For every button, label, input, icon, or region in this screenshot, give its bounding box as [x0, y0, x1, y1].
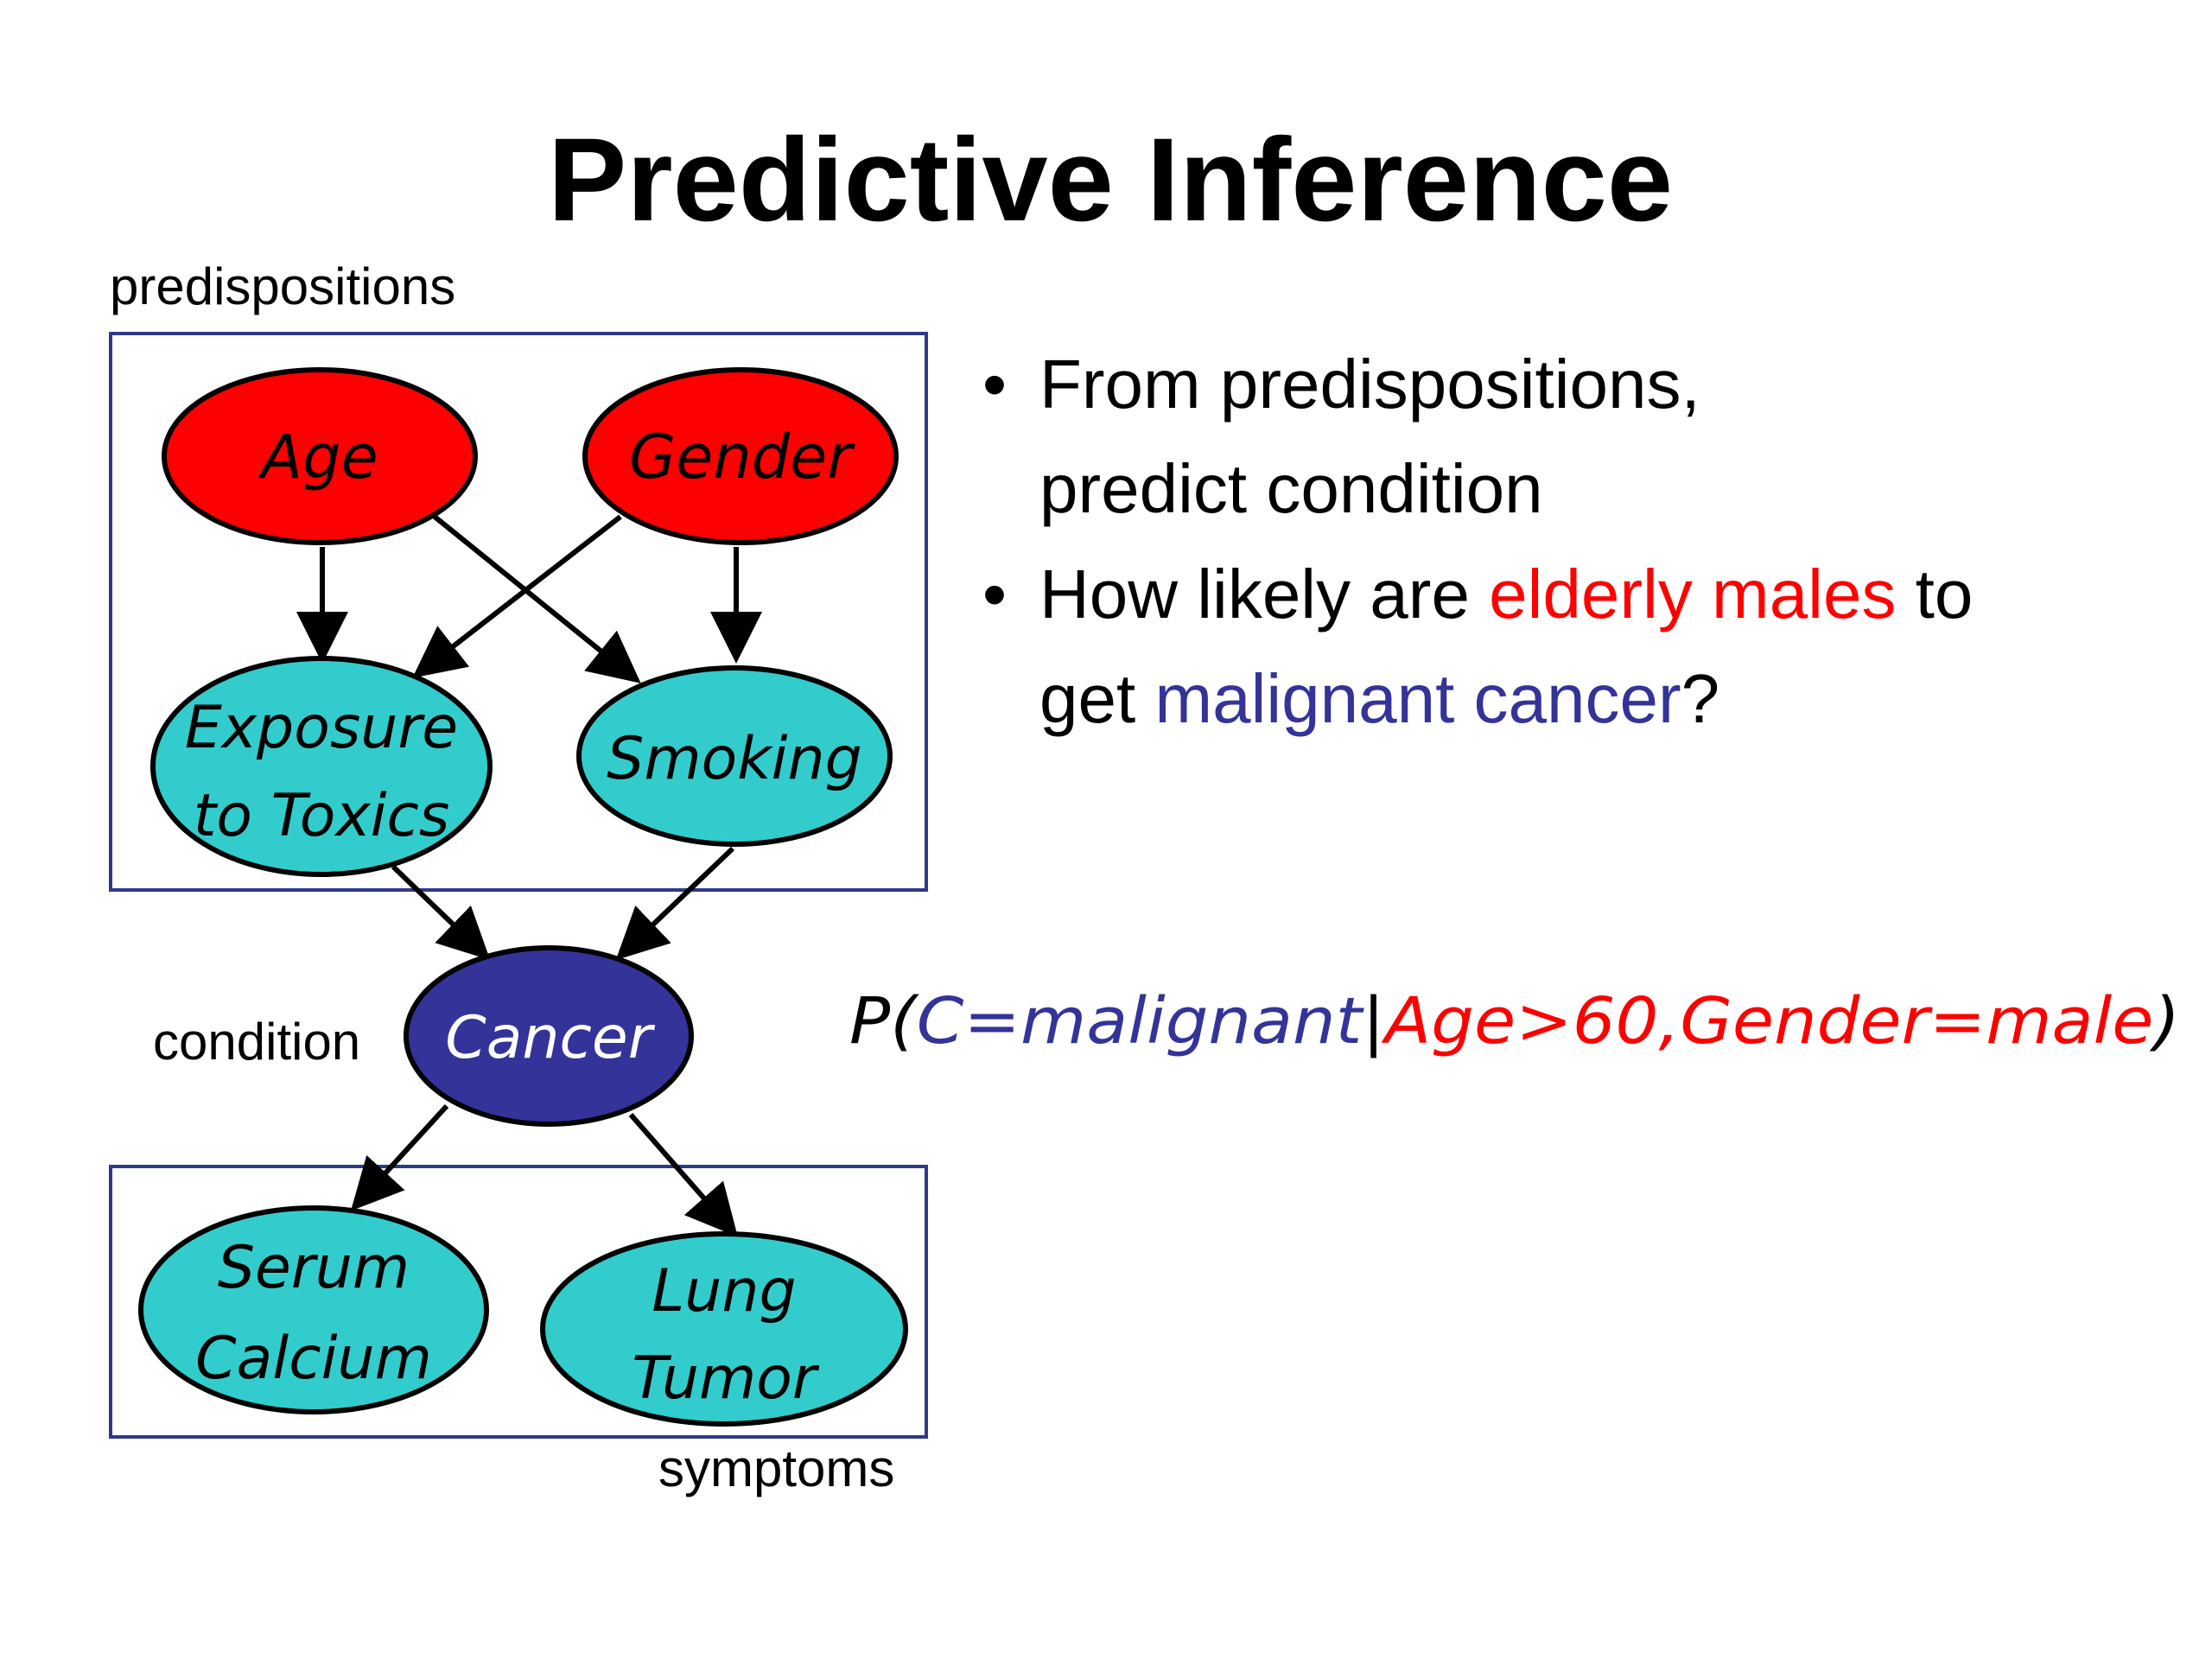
- predispositions-box: [109, 332, 928, 892]
- bullet-list: • From predispositions, predict conditio…: [982, 346, 1973, 737]
- bullet-1-line-1: From predispositions,: [1039, 346, 1700, 423]
- edge-cancer-serum: [350, 1103, 449, 1211]
- formula-bar: |: [1362, 984, 1384, 1058]
- edge-smoking-cancer: [615, 846, 735, 961]
- bullet-2-highlight-malignant-cancer: malignant cancer: [1154, 660, 1681, 737]
- edge-gender-exposure: [412, 514, 622, 678]
- probability-formula: P(C=malignant|Age>60,Gender=male): [849, 984, 2180, 1058]
- node-lung-label-line1: Lung: [652, 1257, 796, 1325]
- symptoms-box: [109, 1165, 928, 1439]
- node-smoking: Smoking: [576, 665, 893, 847]
- node-age: Age: [162, 367, 478, 545]
- node-smoking-label: Smoking: [607, 725, 862, 793]
- node-serum-label-line1: Serum: [218, 1234, 410, 1302]
- node-lung-tumor: Lung Tumor: [540, 1231, 908, 1427]
- node-gender: Gender: [582, 367, 899, 545]
- node-cancer: Cancer: [404, 945, 694, 1127]
- predispositions-label: predispositions: [110, 257, 455, 315]
- node-exposure-label-line2: to Toxics: [194, 782, 450, 850]
- node-serum-calcium: Serum Calcium: [138, 1205, 489, 1414]
- bullet-2-highlight-elderly-males: elderly males: [1489, 556, 1896, 632]
- edge-exposure-cancer: [391, 864, 491, 961]
- node-cancer-label: Cancer: [445, 1004, 655, 1072]
- formula-query: C=malignant: [917, 984, 1365, 1058]
- node-gender-label: Gender: [629, 422, 855, 493]
- node-lung-label-line2: Tumor: [632, 1344, 820, 1413]
- bullet-dot-2: •: [982, 556, 1007, 632]
- bullet-2-text-d: ?: [1681, 660, 1720, 737]
- node-age-label: Age: [257, 422, 378, 493]
- bullet-2-text-b: to: [1896, 556, 1973, 632]
- condition-label: condition: [153, 1013, 360, 1071]
- slide-title: Predictive Inference: [548, 114, 1673, 246]
- node-serum-label-line2: Calcium: [195, 1325, 432, 1393]
- formula-close: ): [2149, 984, 2180, 1058]
- symptoms-label: symptoms: [658, 1440, 894, 1497]
- node-exposure-to-toxics: Exposure to Toxics: [150, 656, 493, 877]
- bullet-1-line-2: predict condition: [1039, 450, 1543, 527]
- bullet-2-line-1: How likely are elderly males to: [1039, 556, 1973, 632]
- edges: [296, 514, 762, 1237]
- formula-evidence: Age>60,Gender=male: [1381, 984, 2153, 1058]
- edge-age-smoking: [433, 514, 641, 683]
- edge-cancer-lung: [628, 1113, 738, 1237]
- bullet-2-text-c: get: [1039, 660, 1154, 737]
- bullet-dot-1: •: [982, 346, 1007, 423]
- formula-open: P(: [849, 984, 919, 1058]
- bullet-2-line-2: get malignant cancer?: [1039, 660, 1719, 737]
- node-exposure-label-line1: Exposure: [185, 694, 458, 762]
- bullet-2-text-a: How likely are: [1039, 556, 1489, 632]
